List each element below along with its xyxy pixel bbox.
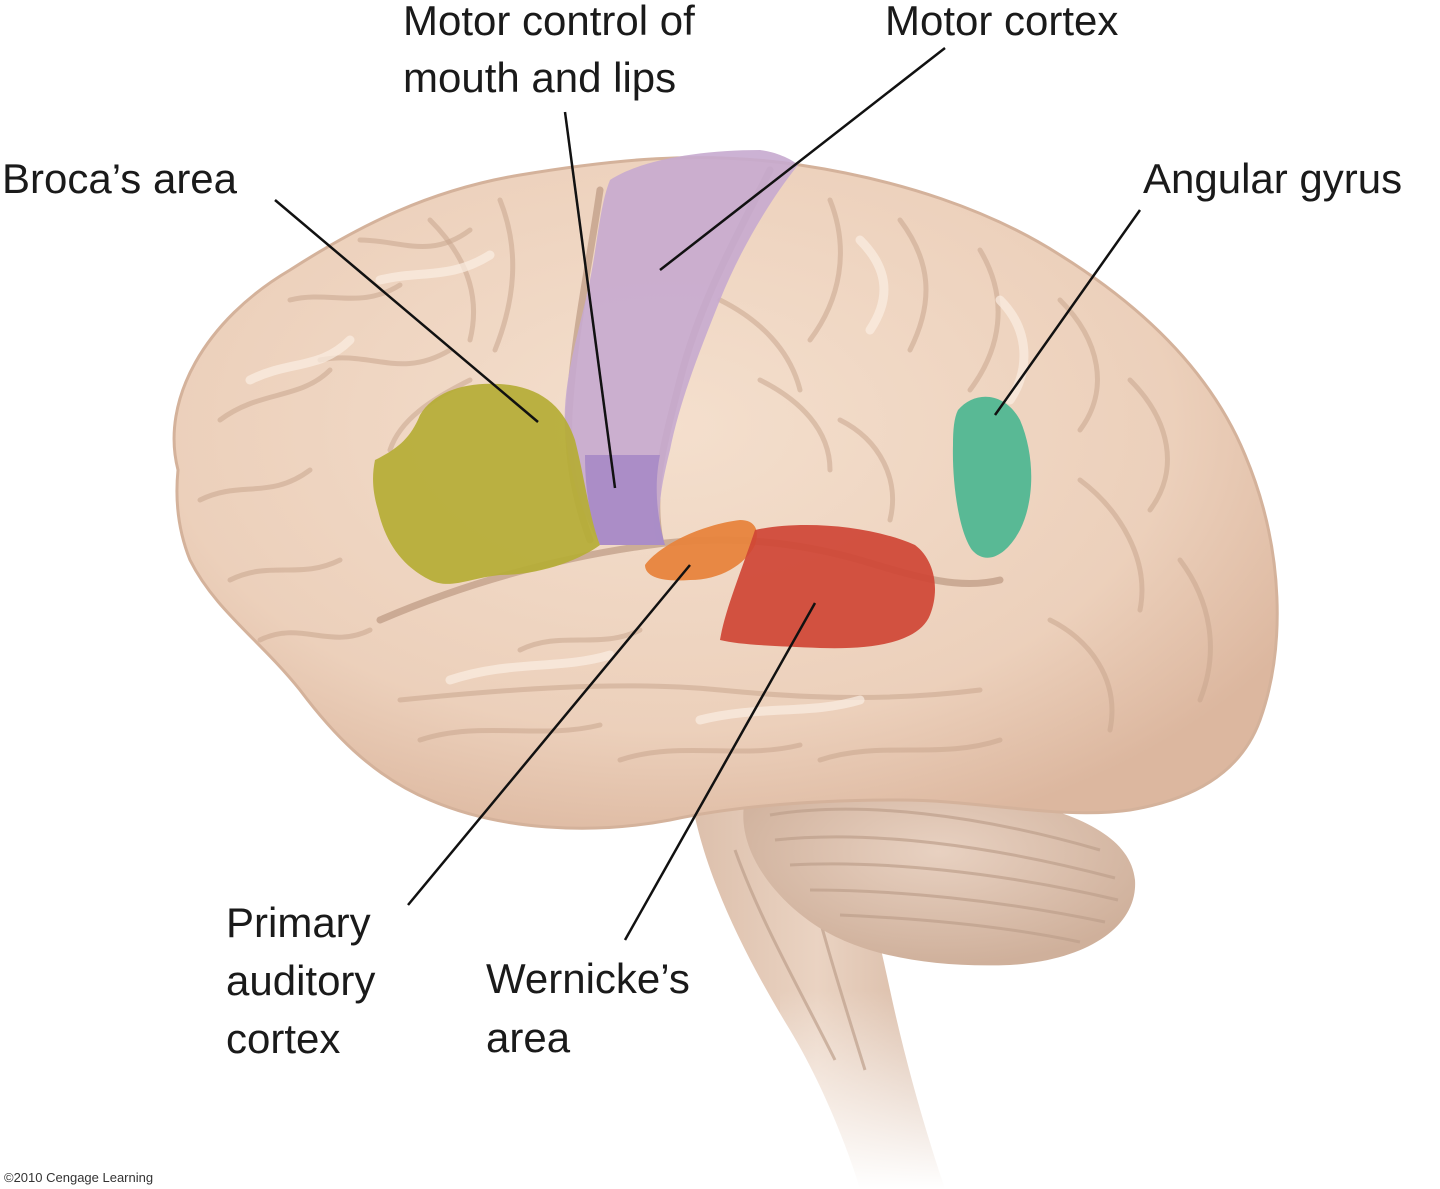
region-primary-auditory-cortex bbox=[645, 520, 757, 581]
leader-lines bbox=[274, 47, 1142, 941]
label-wernicke-line1: Wernicke’s bbox=[486, 955, 690, 1002]
leader-wernicke bbox=[623, 602, 817, 941]
copyright-credit: ©2010 Cengage Learning bbox=[4, 1170, 153, 1185]
region-angular-gyrus bbox=[952, 396, 1032, 558]
brain-stem bbox=[690, 790, 960, 1189]
region-motor-mouth-lips bbox=[585, 455, 665, 545]
label-motor-control-line2: mouth and lips bbox=[403, 54, 676, 101]
labels: Motor control of mouth and lips Motor co… bbox=[2, 0, 1402, 1062]
leader-motor-cortex bbox=[659, 47, 946, 271]
region-motor-cortex bbox=[564, 150, 798, 545]
leader-primary-auditory bbox=[407, 564, 691, 906]
leader-motor-mouth bbox=[563, 111, 617, 489]
label-wernicke-line2: area bbox=[486, 1014, 571, 1061]
label-primary-auditory-line2: auditory bbox=[226, 957, 375, 1004]
leader-angular-gyrus bbox=[993, 209, 1142, 416]
cerebellum bbox=[743, 776, 1136, 966]
leader-broca bbox=[274, 199, 539, 423]
label-primary-auditory-line1: Primary bbox=[226, 899, 371, 946]
label-motor-cortex: Motor cortex bbox=[885, 0, 1118, 44]
label-motor-control-line1: Motor control of bbox=[403, 0, 695, 44]
region-wernicke bbox=[720, 525, 935, 649]
cerebrum bbox=[172, 156, 1279, 830]
label-primary-auditory-line3: cortex bbox=[226, 1015, 340, 1062]
label-angular-gyrus: Angular gyrus bbox=[1143, 155, 1402, 202]
label-broca: Broca’s area bbox=[2, 155, 238, 202]
region-broca bbox=[373, 383, 600, 584]
